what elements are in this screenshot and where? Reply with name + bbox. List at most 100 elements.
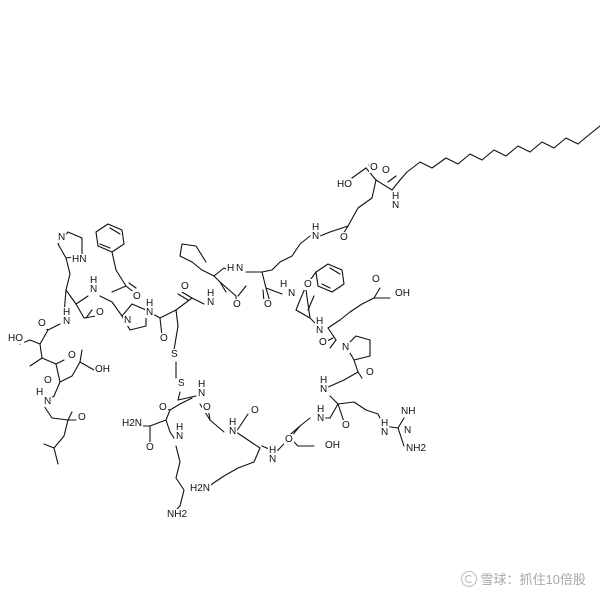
snowball-logo-icon [460, 570, 477, 587]
atom-label-bg [180, 281, 190, 292]
atom-label: O [251, 405, 259, 416]
atom-label: N [312, 231, 319, 242]
atom-label: H [280, 279, 287, 290]
atom-label: O [304, 279, 312, 290]
atom-label-bg [391, 191, 401, 202]
atom-label: HO [337, 179, 352, 190]
atom-label: N [269, 454, 276, 465]
atom-label: H [316, 316, 323, 327]
atom-label-bg [339, 232, 349, 243]
atom-label: N [146, 307, 153, 318]
atom-label-bg [77, 412, 87, 423]
atom-label-bg [43, 396, 53, 407]
atom-label: H [90, 275, 97, 286]
atom-label: O [133, 291, 141, 302]
atom-label: H [63, 307, 70, 318]
atom-label: O [181, 281, 189, 292]
atom-label-bg [123, 315, 133, 326]
atom-label: OH [325, 440, 340, 451]
atom-label: H2N [190, 483, 210, 494]
atom-label-bg [228, 417, 238, 428]
atom-label-bg [319, 384, 329, 395]
atom-label-bg [318, 337, 328, 348]
atom-label: N [176, 431, 183, 442]
atom-label-bg [268, 454, 278, 465]
atom-label-bg [145, 298, 155, 309]
atom-label: N [342, 342, 349, 353]
watermark-text: 雪球：抓住10倍股 [480, 572, 586, 587]
atom-label: O [319, 337, 327, 348]
atom-label-bg [159, 333, 169, 344]
atom-label-bg [226, 263, 236, 274]
atom-label-bg [311, 231, 321, 242]
atom-label-bg [391, 200, 401, 211]
atom-label: HO [8, 333, 23, 344]
atom-label: N [404, 425, 411, 436]
atom-label: N [320, 384, 327, 395]
atom-label: N [317, 413, 324, 424]
atom-label-bg [35, 387, 45, 398]
atom-label-bg [228, 426, 238, 437]
atom-label: N [58, 232, 65, 243]
atom-label-bg [400, 406, 417, 417]
atom-label-bg [202, 402, 212, 413]
bond-network [19, 125, 600, 515]
atom-label-bg [166, 509, 189, 520]
atom-label: H2N [122, 418, 142, 429]
atom-label-bg [381, 165, 391, 176]
atom-label: N [381, 427, 388, 438]
atom-label-bg [284, 434, 294, 445]
atom-label: H [36, 387, 43, 398]
atom-label-bg [145, 442, 155, 453]
atom-label-bg [394, 288, 411, 299]
atom-label: O [78, 412, 86, 423]
atom-label: O [233, 299, 241, 310]
atom-label-bg [189, 483, 212, 494]
atom-label-bg [403, 425, 413, 436]
atom-label-bg [315, 316, 325, 327]
atom-label-bg [311, 222, 321, 233]
atom-label: H [229, 417, 236, 428]
atom-label: N [207, 297, 214, 308]
atom-label: O [160, 333, 168, 344]
atom-label: N [124, 315, 131, 326]
atom-label-bg [121, 418, 144, 429]
atom-label-bg [336, 179, 354, 190]
atom-label: N [392, 200, 399, 211]
atom-label-bg [371, 274, 381, 285]
atom-label-bg [263, 299, 273, 310]
atom-label-bg [158, 402, 168, 413]
atom-label: H [317, 404, 324, 415]
atom-label-bg [235, 263, 245, 274]
atom-label-bg [132, 291, 142, 302]
atom-label: O [366, 367, 374, 378]
atom-label: H [269, 445, 276, 456]
atom-label: H [392, 191, 399, 202]
atom-label: N [288, 288, 295, 299]
atom-label-bg [380, 427, 390, 438]
atom-label: O [96, 307, 104, 318]
atom-label: OH [95, 364, 110, 375]
atom-label-bg [67, 350, 77, 361]
atom-label-bg [197, 379, 207, 390]
atom-label-bg [43, 375, 53, 386]
atom-label: N [90, 284, 97, 295]
atom-label: O [382, 165, 390, 176]
atom-label: O [38, 318, 46, 329]
atom-label: O [68, 350, 76, 361]
atom-label: O [159, 402, 167, 413]
atom-label: OH [395, 288, 410, 299]
atom-label-bg [170, 349, 179, 360]
atom-label: H [320, 375, 327, 386]
atom-label-bg [268, 445, 278, 456]
atom-label-bg [177, 378, 186, 389]
atom-label-bg [62, 316, 72, 327]
atom-label-bg [369, 162, 379, 173]
atom-label-bg [175, 422, 185, 433]
atom-label-bg [71, 254, 88, 265]
atom-label-bg [145, 307, 155, 318]
atom-label: S [171, 349, 178, 360]
atom-label-bg [316, 413, 326, 424]
